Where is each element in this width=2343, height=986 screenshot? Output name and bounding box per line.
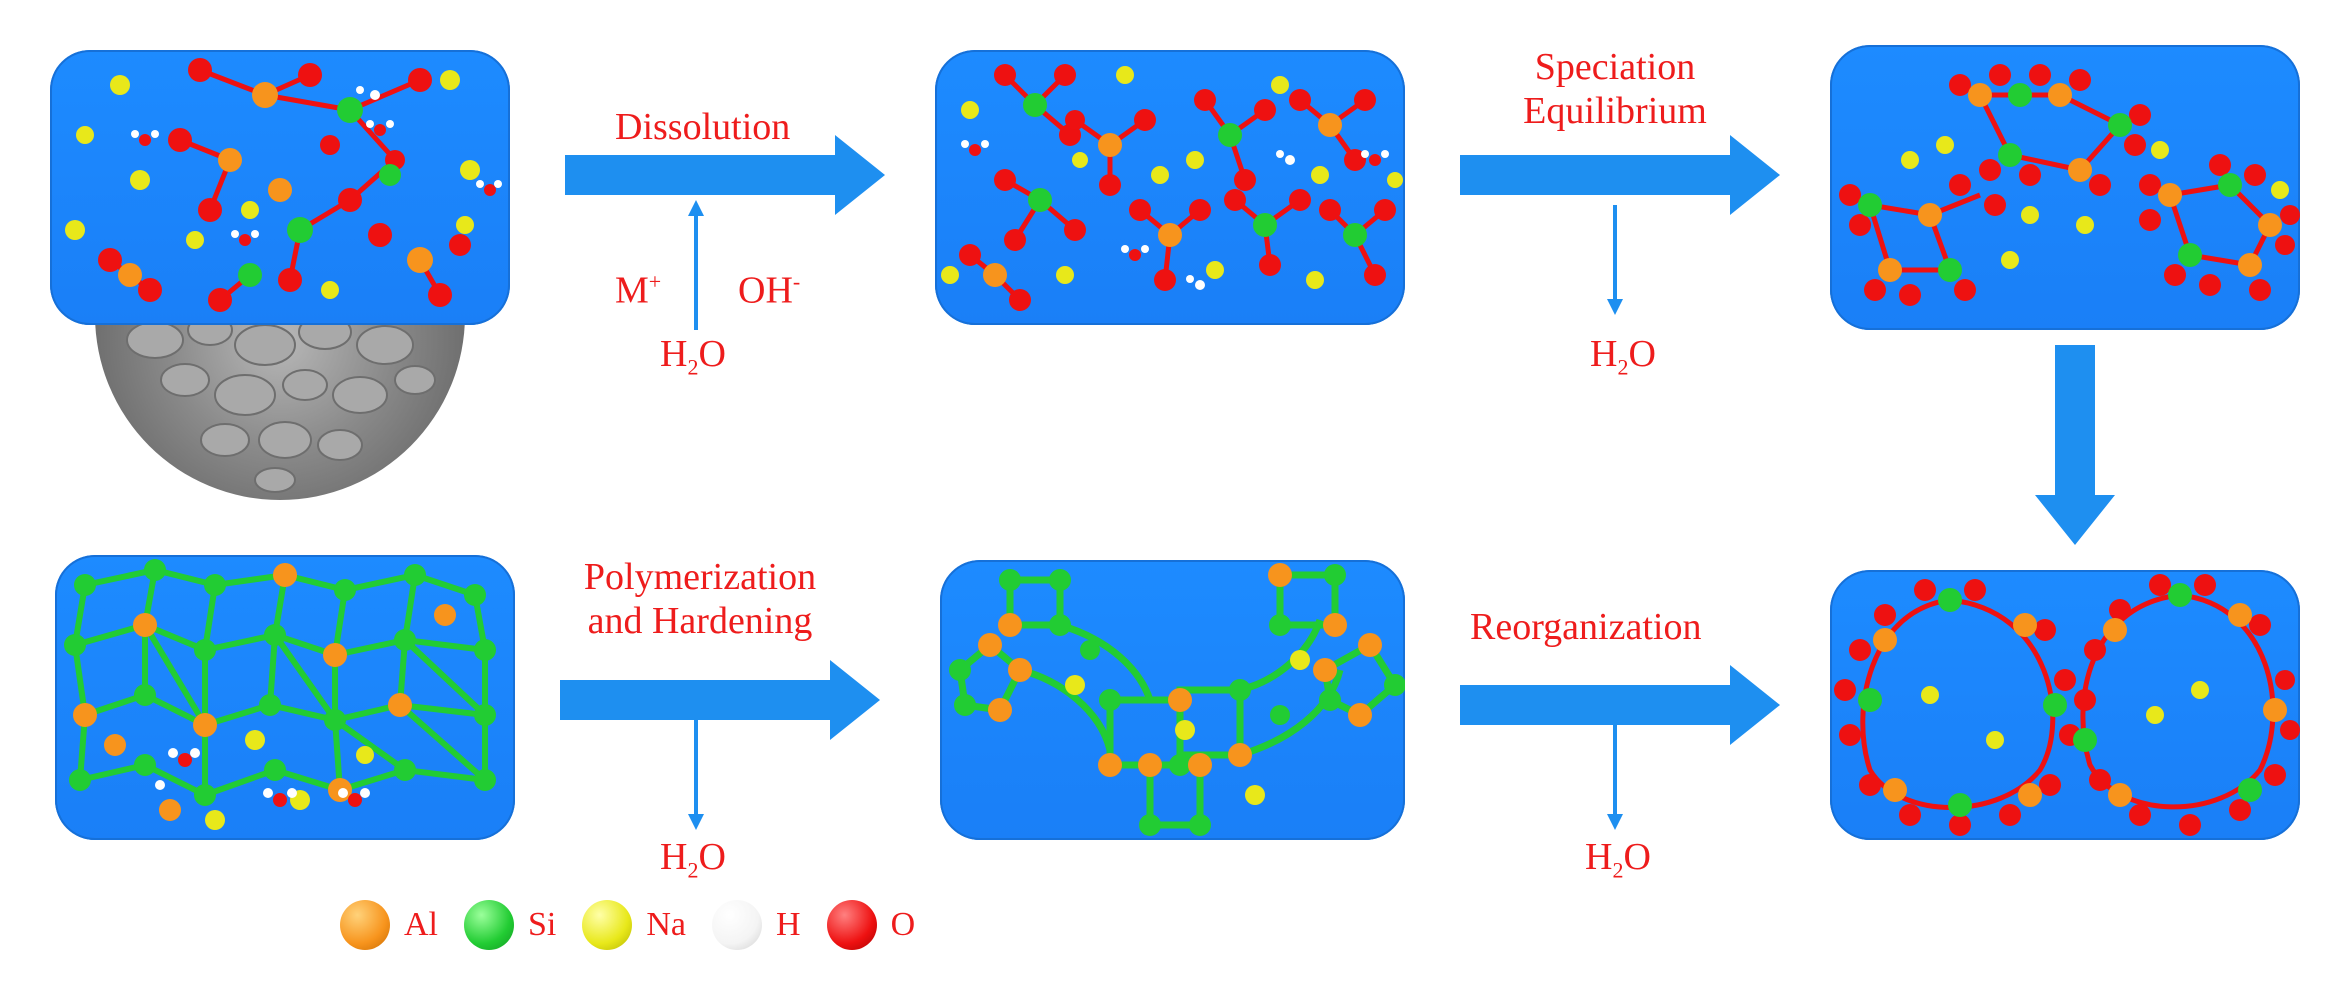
na-atom-icon [582, 900, 633, 950]
panel-oligomers [1830, 45, 2300, 330]
water-release-arrow-2 [688, 720, 704, 830]
si-atom-icon [464, 900, 514, 950]
water-label-3: H2O [660, 836, 726, 883]
reagent-up-arrow [688, 200, 704, 330]
cation-label: M+ [615, 269, 662, 312]
polymerization-label-line1: Polymerization [583, 556, 817, 598]
sodium-ions [65, 70, 480, 299]
legend-item-si: Si [464, 900, 556, 950]
legend-item-o: O [826, 900, 916, 950]
speciation-arrow [1460, 135, 1780, 215]
legend-label-al: Al [404, 906, 438, 943]
panel-hardened-network [55, 555, 515, 840]
speciation-label: Speciation Equilibrium [1480, 45, 1750, 133]
legend-label-na: Na [646, 906, 687, 943]
water-release-arrow-1 [1607, 205, 1623, 315]
sem-texture [126, 314, 436, 493]
water-label-1: H2O [660, 333, 726, 380]
panel-dissolved-monomers [935, 50, 1405, 325]
oligomer-units [1839, 64, 2300, 306]
transition-down-arrow [2035, 345, 2115, 545]
tetrahedral-units [98, 58, 471, 312]
panel-polymerized-cages [940, 560, 1405, 840]
o-atom-icon [826, 900, 877, 950]
polymerization-arrow [560, 660, 880, 740]
legend-item-na: Na [582, 900, 686, 950]
water-label-2: H2O [1590, 333, 1656, 380]
al-atom-icon [340, 900, 390, 950]
ring-structures [1834, 574, 2300, 836]
sodium-ions [1065, 650, 1310, 805]
speciation-label-line1: Speciation [1534, 46, 1696, 88]
monomer-units [959, 64, 1396, 311]
legend-label-si: Si [528, 906, 557, 943]
legend-label-h: H [776, 906, 801, 943]
hydroxide-label: OH- [738, 269, 801, 312]
cage-framework [949, 563, 1405, 836]
legend-label-o: O [890, 906, 916, 943]
h-atom-icon [712, 900, 763, 950]
water-molecules [131, 86, 502, 246]
speciation-label-line2: Equilibrium [1523, 90, 1707, 132]
network-framework [64, 559, 496, 821]
water-molecules [155, 748, 370, 807]
polymerization-label: Polymerization and Hardening [550, 555, 850, 643]
sodium-ions [941, 66, 1403, 289]
dissolution-arrow [565, 135, 885, 215]
polymerization-label-line2: and Hardening [587, 600, 813, 642]
dissolution-label: Dissolution [615, 106, 791, 148]
panel-reorganized-rings [1830, 570, 2300, 840]
water-molecules [961, 140, 1389, 290]
legend-item-h: H [712, 900, 801, 950]
sodium-ions [1921, 681, 2209, 749]
panel-precursor [50, 50, 510, 325]
element-legend: Al Si Na H O [340, 895, 941, 955]
reorganization-label: Reorganization [1470, 606, 1702, 648]
sodium-ions [1901, 136, 2289, 269]
sodium-ions [205, 730, 374, 830]
reorganization-arrow [1460, 665, 1780, 745]
water-release-arrow-3 [1607, 720, 1623, 830]
sem-micrograph [95, 300, 465, 500]
legend-item-al: Al [340, 900, 438, 950]
water-label-4: H2O [1585, 836, 1651, 883]
